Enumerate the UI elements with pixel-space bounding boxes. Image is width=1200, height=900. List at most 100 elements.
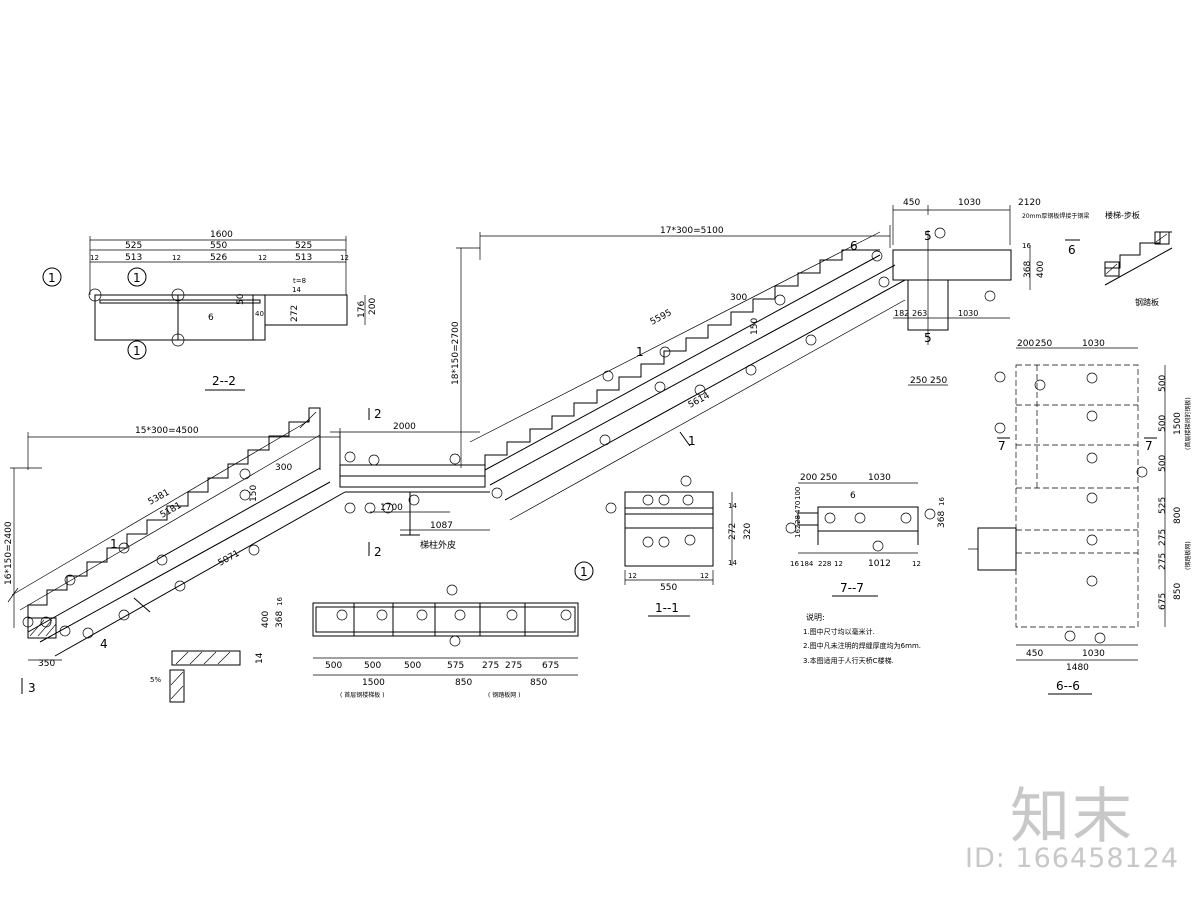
- sec66-r-675: 675: [1158, 593, 1168, 610]
- sec22-h-176: 176: [357, 301, 367, 318]
- sec11-title: 1--1: [655, 601, 679, 615]
- sec22-sub-2: 513: [125, 253, 142, 263]
- sec11-h-14b: 14: [728, 559, 737, 567]
- sec66-mark-7a: 7: [998, 439, 1006, 453]
- sec66-bottom-1030: 1030: [1082, 649, 1105, 659]
- notes-item-1: 1.图中尺寸均以毫米计.: [803, 627, 875, 636]
- top-side-400: 400: [1036, 261, 1046, 278]
- small-detail-slope: 5%: [150, 676, 161, 684]
- sec66-total-800: 800: [1173, 507, 1183, 524]
- sec66-title: 6--6: [1056, 679, 1080, 693]
- sec66-bottom-450: 450: [1026, 649, 1043, 659]
- sec11-width: 550: [660, 583, 677, 593]
- sec22-weld: 6: [208, 313, 214, 323]
- sec11-side-right: 12: [700, 572, 709, 580]
- sec77-weld: 6: [850, 491, 856, 501]
- lower-stringer-outer: 5381: [147, 488, 172, 508]
- upper-flight: 17*300=5100 18*150=2700 5595 5614 300 15…: [451, 225, 906, 521]
- top-dim-2120: 2120: [1018, 198, 1041, 208]
- lower-stringer-bottom: 5071: [217, 549, 242, 569]
- upper-run-dim: 17*300=5100: [660, 226, 724, 236]
- sec77-left-470: 470: [794, 501, 802, 514]
- detail-label-top: 楼梯-步板: [1105, 210, 1140, 220]
- sec66-top-200: 200: [1017, 339, 1034, 349]
- sec22-h-200: 200: [368, 298, 378, 315]
- sec66-label-2: (钢踏板网): [1184, 541, 1192, 570]
- sec77-left-162: 162: [794, 525, 802, 538]
- sec22-part-3: 525: [295, 241, 312, 251]
- landing-width: 2000: [393, 422, 416, 432]
- top-col-250a: 250: [910, 376, 927, 386]
- sec22-plate: t=8: [293, 277, 306, 285]
- landing-inner: 1700: [380, 503, 403, 513]
- plan-d-500c: 500: [404, 661, 421, 671]
- upper-flight-steps: [484, 249, 880, 468]
- plan-strip: 500 500 500 575 275 275 675 1500 850 850…: [261, 584, 579, 699]
- section-7-7: 200 250 1030 16 184 228 12 1012 12 162 2…: [785, 473, 947, 597]
- sec77-left-28: 28: [794, 515, 802, 524]
- top-connection: 450 1030 2120 20mm厚钢板焊接于钢梁 182 263 1030 …: [845, 198, 1089, 386]
- top-note: 20mm厚钢板焊接于钢梁: [1022, 212, 1089, 220]
- sec77-b-12a: 12: [834, 560, 843, 568]
- sec11-h-272: 272: [728, 523, 738, 540]
- sec22-cut-1b: 1: [133, 271, 141, 285]
- notes-title: 说明:: [806, 612, 825, 622]
- sec22-h-14: 14: [292, 286, 301, 294]
- sec22-sub-3: 12: [172, 254, 181, 262]
- upper-rise-dim: 18*150=2700: [451, 321, 461, 385]
- landing-section-mark-top: 2: [374, 407, 382, 421]
- landing-note: 梯柱外皮: [420, 539, 456, 551]
- sec11-h-320: 320: [743, 523, 753, 540]
- top-section-6: 6: [850, 239, 858, 253]
- plan-d-500b: 500: [364, 661, 381, 671]
- watermark-id: ID: 166458124: [965, 843, 1180, 874]
- sec66-r-525: 525: [1158, 497, 1168, 514]
- step-detail: 6 楼梯-步板 钢踏板: [1065, 210, 1173, 307]
- sec22-h-40: 40: [255, 310, 264, 318]
- plan-d-675: 675: [542, 661, 559, 671]
- lower-rise-dim: 16*150=2400: [4, 521, 14, 585]
- upper-mark-1a: 1: [636, 345, 644, 359]
- plan-label-1: ( 首层钢楼梯板 ): [340, 691, 385, 699]
- top-section-mark-bottom: 5: [924, 331, 932, 345]
- landing: 2000 1700 1087 梯柱外皮 2 2: [330, 407, 503, 559]
- lower-mark-1: 1: [110, 537, 118, 551]
- sec22-cut-1a: 1: [48, 271, 56, 285]
- sec77-b-184: 184: [800, 560, 814, 568]
- notes-item-2: 2.图中凡未注明的焊缝厚度均为6mm.: [803, 641, 921, 650]
- sec66-r-500b: 500: [1158, 415, 1168, 432]
- top-below-263: 263: [912, 309, 927, 318]
- sec66-label-1: (首层楼梯间的钢板): [1184, 397, 1192, 450]
- sec22-sub-1: 12: [90, 254, 99, 262]
- plan-t-1500: 1500: [362, 678, 385, 688]
- detail-mark: 6: [1068, 243, 1076, 257]
- plan-d-575: 575: [447, 661, 464, 671]
- sec77-b-1012: 1012: [868, 559, 891, 569]
- sec66-total-850: 850: [1173, 583, 1183, 600]
- sec22-sub-7: 12: [340, 254, 349, 262]
- top-dim-1030: 1030: [958, 198, 981, 208]
- plan-label-2: ( 钢踏板网 ): [488, 691, 521, 699]
- sec77-top-1030: 1030: [868, 473, 891, 483]
- lower-run-dim: 15*300=4500: [135, 426, 199, 436]
- top-dim-450: 450: [903, 198, 920, 208]
- plan-d-275b: 275: [505, 661, 522, 671]
- lower-heel: 350: [38, 659, 55, 669]
- lower-tread: 300: [275, 463, 292, 473]
- sec22-sub-4: 526: [210, 253, 227, 263]
- landing-inner2: 1087: [430, 521, 453, 531]
- plan-t-850a: 850: [455, 678, 472, 688]
- sec22-sub-6: 513: [295, 253, 312, 263]
- sec22-cut-1c: 1: [133, 344, 141, 358]
- sec11-side-left: 12: [628, 572, 637, 580]
- upper-stringer-outer: 5595: [649, 308, 674, 328]
- upper-mark-1b: 1: [688, 434, 696, 448]
- sec22-h-272: 272: [290, 305, 300, 322]
- lower-mark-4: 4: [100, 637, 108, 651]
- section-1-1: 550 12 12 14 272 320 14 1 1--1: [574, 475, 753, 617]
- sec66-r-500c: 500: [1158, 455, 1168, 472]
- watermark-logo: 知末: [1010, 782, 1134, 852]
- section-2-2: 1600 525 550 525 12 513 12 526 12 513 12…: [42, 230, 378, 391]
- sec11-h-14: 14: [728, 502, 737, 510]
